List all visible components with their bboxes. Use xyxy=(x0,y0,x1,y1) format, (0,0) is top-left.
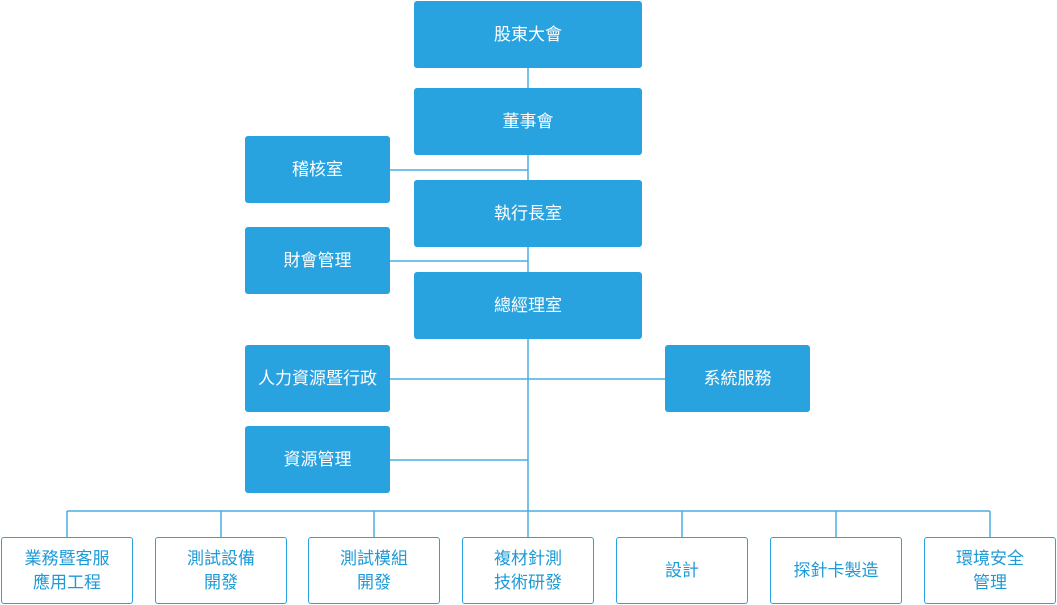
shareholders-label: 股東大會 xyxy=(494,24,562,45)
audit-node: 稽核室 xyxy=(245,136,390,203)
department-label: 業務暨客服 應用工程 xyxy=(24,548,110,593)
gm-office-node: 總經理室 xyxy=(414,272,642,339)
department-label: 複材針測 技術研發 xyxy=(494,548,562,593)
department-node: 複材針測 技術研發 xyxy=(462,537,594,604)
department-label: 設計 xyxy=(665,560,699,581)
hr-admin-node: 人力資源暨行政 xyxy=(245,345,390,412)
ceo-office-label: 執行長室 xyxy=(494,203,562,224)
department-node: 業務暨客服 應用工程 xyxy=(1,537,133,604)
gm-office-label: 總經理室 xyxy=(494,295,562,316)
shareholders-node: 股東大會 xyxy=(414,1,642,68)
department-node: 環境安全 管理 xyxy=(924,537,1056,604)
department-label: 測試模組 開發 xyxy=(340,548,408,593)
board-label: 董事會 xyxy=(502,111,554,132)
board-node: 董事會 xyxy=(414,88,642,155)
department-label: 測試設備 開發 xyxy=(187,548,255,593)
finance-node: 財會管理 xyxy=(245,227,390,294)
department-node: 測試模組 開發 xyxy=(308,537,440,604)
department-node: 設計 xyxy=(616,537,748,604)
resource-mgmt-node: 資源管理 xyxy=(245,426,390,493)
ceo-office-node: 執行長室 xyxy=(414,180,642,247)
department-node: 探針卡製造 xyxy=(770,537,902,604)
department-label: 探針卡製造 xyxy=(793,560,879,581)
finance-label: 財會管理 xyxy=(283,250,352,271)
resource-mgmt-label: 資源管理 xyxy=(283,449,352,470)
system-service-label: 系統服務 xyxy=(703,368,772,389)
department-label: 環境安全 管理 xyxy=(956,548,1024,593)
audit-label: 稽核室 xyxy=(292,159,343,180)
department-node: 測試設備 開發 xyxy=(155,537,287,604)
hr-admin-label: 人力資源暨行政 xyxy=(258,368,377,389)
system-service-node: 系統服務 xyxy=(665,345,810,412)
